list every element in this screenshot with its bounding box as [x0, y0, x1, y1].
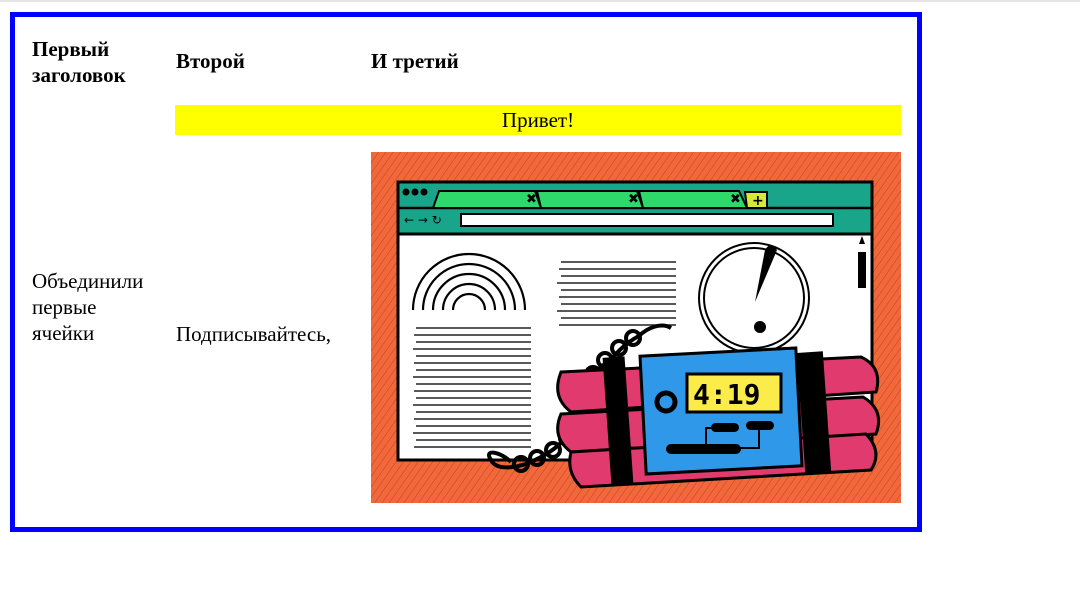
svg-text:← → ↻: ← → ↻ [404, 213, 442, 227]
header-first-line1: Первый [32, 37, 110, 61]
data-table [10, 12, 922, 532]
merged-cell: Объединили первые ячейки [32, 268, 143, 346]
merged-line3: ячейки [32, 321, 95, 345]
browser-top-edge [0, 0, 1080, 2]
header-cell-first: Первый заголовок [32, 36, 126, 88]
highlight-cell: Привет! [175, 105, 901, 135]
timer-display: 4:19 [693, 378, 760, 411]
bomb-illustration: ✖ ✖ ✖ + ← → ↻ [371, 152, 901, 503]
svg-text:✖: ✖ [628, 192, 639, 207]
merged-line2: первые [32, 295, 97, 319]
subscribe-cell: Подписывайтесь, [176, 322, 332, 346]
svg-text:+: + [752, 193, 764, 209]
svg-text:✖: ✖ [730, 192, 741, 207]
header-cell-third: И третий [371, 49, 459, 73]
header-first-line2: заголовок [32, 63, 126, 87]
header-cell-second: Второй [176, 49, 245, 73]
svg-text:✖: ✖ [526, 192, 537, 207]
merged-line1: Объединили [32, 269, 144, 293]
